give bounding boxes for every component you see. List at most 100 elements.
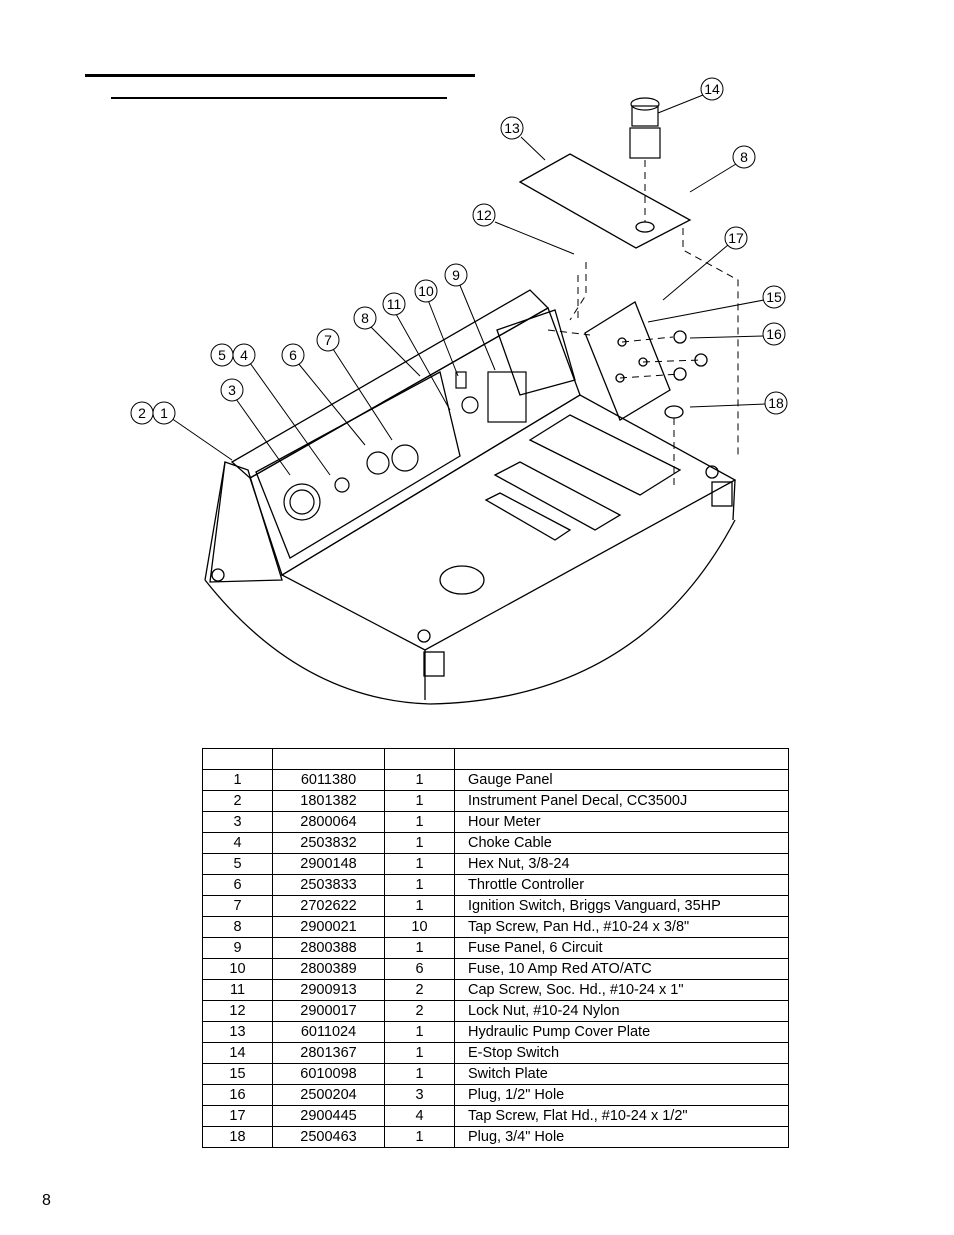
assembly-lines [547,160,739,490]
svg-text:18: 18 [768,395,784,411]
svg-text:13: 13 [504,120,520,136]
callout: 10 [414,279,438,303]
callout: 5 [210,343,234,367]
svg-text:8: 8 [361,310,369,326]
svg-text:4: 4 [240,347,248,363]
item-number-cell: 15 [202,1063,273,1085]
description-cell: Gauge Panel [454,769,789,791]
svg-text:5: 5 [218,347,226,363]
callout: 1 [152,401,176,425]
callout: 7 [316,328,340,352]
callout: 8 [732,145,756,169]
part-number-cell: 2900913 [272,979,385,1001]
description-cell: Lock Nut, #10-24 Nylon [454,1000,789,1022]
quantity-cell: 10 [384,916,455,938]
item-number-cell: 10 [202,958,273,980]
svg-text:14: 14 [704,81,720,97]
cover-plate [518,153,692,249]
description-cell: Hour Meter [454,811,789,833]
description-cell: Fuse, 10 Amp Red ATO/ATC [454,958,789,980]
quantity-cell: 1 [384,895,455,917]
part-number-cell: 2801367 [272,1042,385,1064]
quantity-cell: 6 [384,958,455,980]
description-cell: Cap Screw, Soc. Hd., #10-24 x 1" [454,979,789,1001]
part-number-cell: 2800388 [272,937,385,959]
part-number-cell: 2800064 [272,811,385,833]
quantity-cell: 4 [384,1105,455,1127]
item-number-cell: 11 [202,979,273,1001]
header-part [272,748,385,770]
part-number-cell: 2500204 [272,1084,385,1106]
svg-text:2: 2 [138,405,146,421]
quantity-cell: 1 [384,1063,455,1085]
quantity-cell: 1 [384,769,455,791]
estop-switch [629,97,661,159]
item-number-cell: 13 [202,1021,273,1043]
header-description [454,748,789,770]
item-number-cell: 17 [202,1105,273,1127]
part-number-cell: 2900445 [272,1105,385,1127]
quantity-cell: 1 [384,1021,455,1043]
svg-text:6: 6 [289,347,297,363]
part-number-cell: 2702622 [272,895,385,917]
item-number-cell: 9 [202,937,273,959]
part-number-cell: 2800389 [272,958,385,980]
part-number-cell: 6011024 [272,1021,385,1043]
quantity-cell: 2 [384,1000,455,1022]
table-header-row [202,748,789,770]
svg-text:12: 12 [476,207,492,223]
item-number-cell: 7 [202,895,273,917]
title-rule-top [85,74,475,77]
item-number-cell: 8 [202,916,273,938]
exploded-parts-diagram: 14 13 8 12 17 15 16 18 9 10 11 8 7 6 5 4… [130,77,788,705]
svg-text:11: 11 [387,296,402,312]
item-number-cell: 16 [202,1084,273,1106]
callout: 9 [444,263,468,287]
item-number-cell: 4 [202,832,273,854]
panel-components [283,371,527,521]
callout: 3 [220,378,244,402]
item-number-cell: 12 [202,1000,273,1022]
part-number-cell: 2900017 [272,1000,385,1022]
title-rule-bottom [111,97,447,99]
quantity-cell: 3 [384,1084,455,1106]
item-number-cell: 5 [202,853,273,875]
description-cell: Plug, 3/4" Hole [454,1126,789,1148]
callout: 8 [353,306,377,330]
svg-text:3: 3 [228,382,236,398]
part-number-cell: 6011380 [272,769,385,791]
description-cell: Ignition Switch, Briggs Vanguard, 35HP [454,895,789,917]
callout: 11 [382,292,406,316]
part-number-cell: 2503832 [272,832,385,854]
svg-text:17: 17 [728,230,744,246]
page-number: 8 [42,1192,51,1209]
item-number-cell: 6 [202,874,273,896]
svg-text:7: 7 [324,332,332,348]
part-number-cell: 2900148 [272,853,385,875]
callout-labels: 14 13 8 12 17 15 16 18 9 10 11 8 7 6 5 4… [130,77,788,425]
svg-text:10: 10 [418,283,434,299]
part-number-cell: 2900021 [272,916,385,938]
description-cell: Plug, 1/2" Hole [454,1084,789,1106]
description-cell: Throttle Controller [454,874,789,896]
callout: 14 [700,77,724,101]
svg-text:8: 8 [740,149,748,165]
quantity-cell: 2 [384,979,455,1001]
switch-plate [584,301,708,421]
item-number-cell: 2 [202,790,273,812]
quantity-cell: 1 [384,853,455,875]
description-cell: E-Stop Switch [454,1042,789,1064]
